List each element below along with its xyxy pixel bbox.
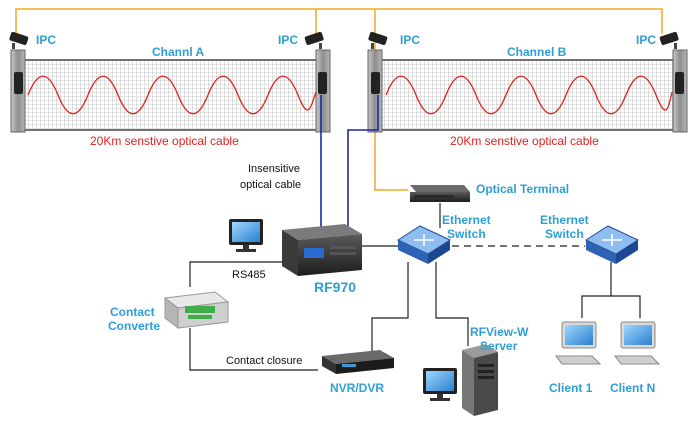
- ethernet-switch-label: Ethernet: [540, 213, 589, 227]
- rf970-device: [282, 224, 362, 276]
- camera-icon: [659, 31, 679, 49]
- rs485-label: RS485: [232, 269, 266, 281]
- cable-a-label: 20Km senstive optical cable: [90, 134, 239, 148]
- ethernet-switch-icon: [584, 225, 640, 264]
- optical-terminal-label: Optical Terminal: [476, 182, 569, 196]
- fence-channel-b: [367, 49, 688, 133]
- channel-a-label: Channl A: [152, 45, 205, 59]
- monitor-icon: [229, 219, 263, 252]
- sensing-cable-b: [385, 75, 673, 115]
- ipc-label: IPC: [278, 33, 298, 47]
- fence-channel-a: [10, 49, 331, 133]
- insensitive-cable: [320, 95, 379, 232]
- ethernet-switch-icon: [396, 225, 452, 264]
- client-computer-icon: [614, 321, 661, 365]
- monitor-icon: [423, 368, 457, 401]
- insensitive-label: Insensitive: [248, 163, 300, 175]
- insensitive-label: optical cable: [240, 179, 301, 191]
- contact-converter-label: Contact: [110, 305, 155, 319]
- network-lines: [189, 203, 641, 371]
- ethernet-switch-label: Ethernet: [442, 213, 491, 227]
- camera-icon: [9, 31, 29, 49]
- ipc-label: IPC: [636, 33, 656, 47]
- ipc-label: IPC: [400, 33, 420, 47]
- ethernet-switch-label: Switch: [447, 227, 486, 241]
- rfview-label: RFView-W: [470, 325, 529, 339]
- contact-closure-label: Contact closure: [226, 355, 302, 367]
- client-1-label: Client 1: [549, 381, 593, 395]
- client-computer-icon: [555, 321, 602, 365]
- client-n-label: Client N: [610, 381, 655, 395]
- nvr-device: [322, 350, 394, 374]
- channel-b-label: Channel B: [507, 45, 567, 59]
- sensing-cable-a: [27, 75, 317, 115]
- cable-b-label: 20Km senstive optical cable: [450, 134, 599, 148]
- camera-icon: [304, 31, 324, 49]
- nvr-label: NVR/DVR: [330, 381, 384, 395]
- camera-icon: [368, 31, 388, 49]
- contact-converter-device: [163, 291, 230, 330]
- contact-converter-label: Converte: [108, 319, 160, 333]
- optical-terminal-device: [410, 185, 470, 202]
- ipc-label: IPC: [36, 33, 56, 47]
- ethernet-switch-label: Switch: [545, 227, 584, 241]
- rf970-label: RF970: [314, 279, 356, 295]
- rfview-label: Server: [480, 339, 518, 353]
- server-icon: [462, 344, 498, 416]
